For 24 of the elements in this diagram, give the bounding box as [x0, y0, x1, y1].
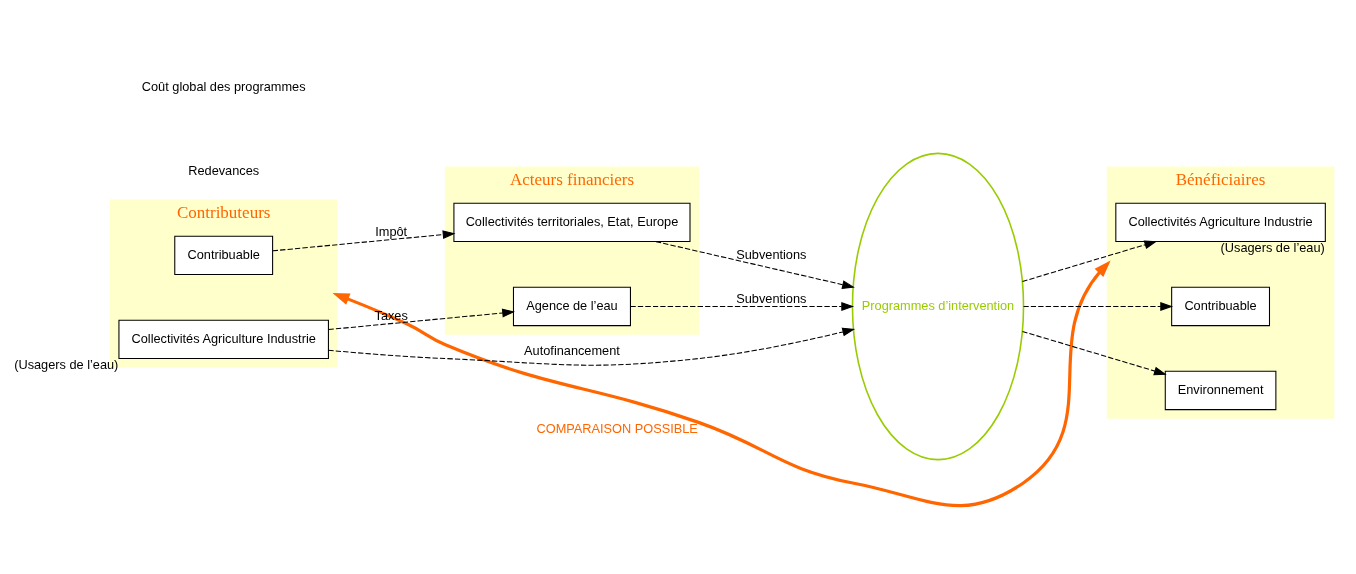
node-box: Contribuable — [174, 235, 274, 276]
edge-label: Autofinancement — [524, 342, 620, 358]
node-box: Contribuable — [1171, 286, 1270, 327]
arrow — [655, 241, 855, 289]
arrow — [272, 230, 456, 252]
arrow — [630, 302, 855, 311]
node-box: Agence de l’eau — [512, 286, 631, 327]
arrow — [1021, 240, 1158, 282]
arrow — [1021, 330, 1167, 376]
arrow — [1023, 302, 1174, 311]
arrow — [332, 260, 1111, 507]
arrow — [328, 308, 515, 331]
label: Redevances — [188, 162, 260, 178]
node-ellipse: Programmes d’intervention — [851, 152, 1025, 461]
edge-label: Impôt — [375, 223, 408, 239]
node-box: Collectivités Agriculture Industrie — [1115, 202, 1326, 243]
label: Coût global des programmes — [141, 78, 306, 94]
node-box: Environnement — [1164, 370, 1277, 411]
edge-label: COMPARAISON POSSIBLE — [536, 420, 698, 436]
edge-label: Subventions — [736, 247, 807, 263]
edge-label: Subventions — [736, 290, 807, 306]
node-box: Collectivités Agriculture Industrie — [118, 319, 329, 360]
node-box: Collectivités territoriales, Etat, Europe — [453, 202, 691, 243]
arrow — [327, 327, 856, 366]
